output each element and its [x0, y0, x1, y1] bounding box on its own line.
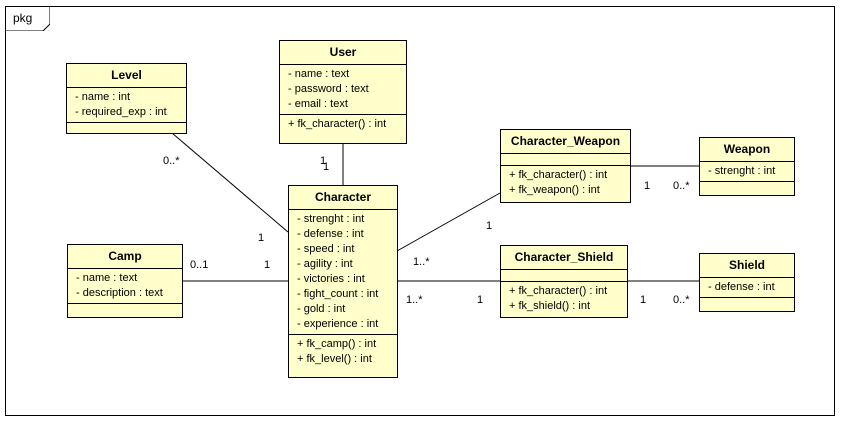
multiplicity-level-character: 1 — [258, 232, 265, 244]
attribute-list: - name : text - password : text - email … — [280, 65, 406, 115]
class-name: Level — [67, 64, 186, 88]
class-name: Character_Weapon — [501, 130, 630, 154]
class-name: Camp — [68, 245, 182, 269]
operation-list — [68, 304, 182, 315]
attribute: - description : text — [76, 287, 163, 299]
attribute: - gold : int — [297, 303, 346, 315]
operation: + fk_character() : int — [288, 118, 387, 130]
package-label: pkg — [13, 11, 33, 25]
operation-list: + fk_character() : int + fk_shield() : i… — [501, 282, 627, 316]
attribute: - defense : int — [708, 281, 775, 293]
class-character-shield[interactable]: Character_Shield + fk_character() : int … — [500, 245, 628, 318]
class-camp[interactable]: Camp - name : text - description : text — [67, 244, 183, 318]
attribute: - strenght : int — [297, 213, 365, 225]
operation-list: + fk_character() : int — [280, 115, 406, 134]
multiplicity-camp-character: 1 — [264, 259, 271, 271]
multiplicity-user-a: 1 — [320, 155, 327, 167]
multiplicity-cs: 1 — [477, 294, 484, 306]
class-level[interactable]: Level - name : int - required_exp : int — [66, 63, 187, 134]
class-character-weapon[interactable]: Character_Weapon + fk_character() : int … — [500, 129, 631, 203]
link-character-characterweapon — [396, 192, 501, 252]
operation-list — [67, 123, 186, 134]
attribute: - name : text — [288, 68, 350, 80]
attribute: - password : text — [288, 83, 369, 95]
package-frame — [5, 6, 835, 416]
operation-list: + fk_character() : int + fk_weapon() : i… — [501, 166, 630, 200]
attribute: - email : text — [288, 98, 348, 110]
class-name: Character_Shield — [501, 246, 627, 270]
multiplicity-weapon: 0..* — [673, 180, 690, 192]
multiplicity-camp: 0..1 — [190, 259, 209, 271]
multiplicity-cw: 1 — [486, 220, 493, 232]
operation: + fk_level() : int — [297, 353, 372, 365]
attribute: - defense : int — [297, 228, 364, 240]
class-name: Weapon — [700, 138, 794, 162]
class-name: Shield — [700, 254, 794, 278]
attribute: - name : text — [76, 272, 138, 284]
operation-list: + fk_camp() : int + fk_level() : int — [289, 335, 397, 369]
operation: + fk_character() : int — [509, 285, 608, 297]
class-user[interactable]: User - name : text - password : text - e… — [279, 40, 407, 144]
attribute-list — [501, 154, 630, 166]
attribute-list — [501, 270, 627, 282]
package-tab — [5, 6, 50, 31]
attribute: - required_exp : int — [75, 106, 167, 118]
operation: + fk_camp() : int — [297, 338, 377, 350]
class-shield[interactable]: Shield - defense : int — [699, 253, 795, 312]
multiplicity-level: 0..* — [163, 155, 180, 167]
attribute: - victories : int — [297, 273, 365, 285]
attribute: - agility : int — [297, 258, 353, 270]
operation: + fk_weapon() : int — [509, 184, 600, 196]
operation-list — [700, 182, 794, 193]
class-name: User — [280, 41, 406, 65]
attribute: - speed : int — [297, 243, 355, 255]
multiplicity-cw-character: 1..* — [413, 256, 430, 268]
multiplicity-cs-character: 1..* — [406, 294, 423, 306]
attribute: - experience : int — [297, 318, 379, 330]
multiplicity-cs-shield-side: 1 — [640, 294, 647, 306]
operation: + fk_shield() : int — [509, 300, 591, 312]
attribute-list: - name : text - description : text — [68, 269, 182, 304]
multiplicity-user-b: 1 — [323, 161, 330, 173]
multiplicity-cw-weapon-side: 1 — [644, 180, 651, 192]
attribute: - strenght : int — [708, 165, 776, 177]
attribute-list: - name : int - required_exp : int — [67, 88, 186, 123]
class-weapon[interactable]: Weapon - strenght : int — [699, 137, 795, 196]
class-character[interactable]: Character - strenght : int - defense : i… — [288, 185, 398, 378]
operation: + fk_character() : int — [509, 169, 608, 181]
attribute-list: - defense : int — [700, 278, 794, 298]
attribute-list: - strenght : int - defense : int - speed… — [289, 210, 397, 335]
operation-list — [700, 298, 794, 309]
multiplicity-shield: 0..* — [673, 294, 690, 306]
class-name: Character — [289, 186, 397, 210]
attribute-list: - strenght : int — [700, 162, 794, 182]
link-level-character — [171, 132, 289, 233]
attribute: - fight_count : int — [297, 288, 379, 300]
attribute: - name : int — [75, 91, 131, 103]
